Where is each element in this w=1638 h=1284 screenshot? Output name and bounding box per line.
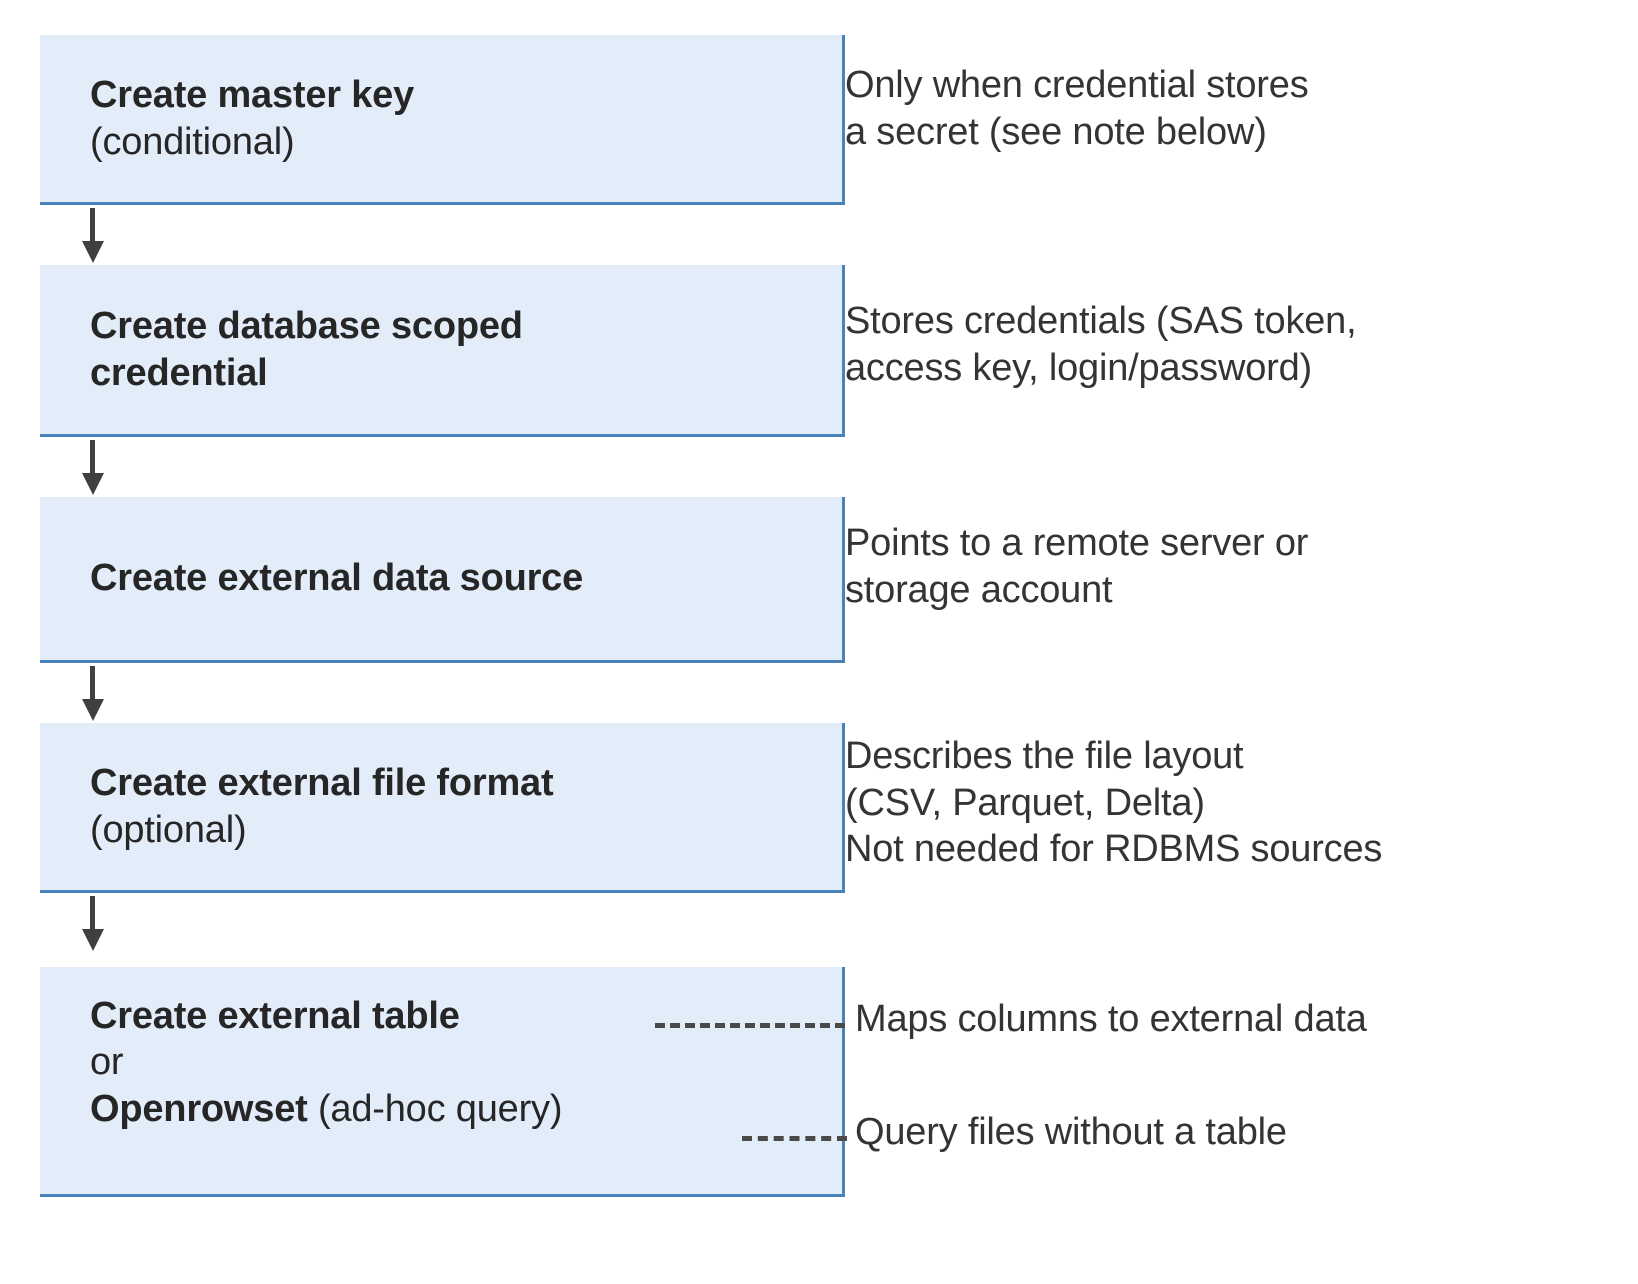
- final-step-line3-bold: Openrowset: [90, 1087, 308, 1130]
- final-step-line2: or: [90, 1041, 124, 1084]
- step-box-create-external-file-format: Create external file format (optional): [40, 723, 845, 893]
- step-box-create-external-data-source: Create external data source: [40, 497, 845, 663]
- step-title: Create master key: [90, 74, 415, 117]
- final-step-line1: Create external table: [90, 995, 460, 1037]
- step-title: Create external data source: [90, 557, 584, 600]
- arrow-down-icon: [82, 440, 104, 495]
- step-box-create-master-key: Create master key (conditional): [40, 35, 845, 205]
- note-openrowset: Query files without a table: [855, 1111, 1287, 1153]
- note-create-external-file-format: Describes the file layout (CSV, Parquet,…: [845, 735, 1383, 871]
- dashed-connector-external-table: [655, 1023, 845, 1028]
- note-create-database-scoped-credential: Stores credentials (SAS token, access ke…: [845, 300, 1357, 389]
- dashed-connector-openrowset: [742, 1136, 847, 1141]
- arrow-down-icon: [82, 208, 104, 263]
- arrow-down-icon: [82, 666, 104, 721]
- step-subtitle: (optional): [90, 808, 247, 851]
- arrow-down-icon: [82, 896, 104, 951]
- step-box-create-external-table-or-openrowset: Create external table or Openrowset (ad-…: [40, 967, 845, 1197]
- final-step-line3-rest: (ad-hoc query): [307, 1087, 563, 1130]
- step-title: Create external file format: [90, 762, 554, 805]
- note-create-external-data-source: Points to a remote server or storage acc…: [845, 522, 1309, 611]
- note-create-master-key: Only when credential stores a secret (se…: [845, 64, 1309, 153]
- note-create-external-table: Maps columns to external data: [855, 998, 1367, 1040]
- step-subtitle: (conditional): [90, 120, 295, 163]
- step-box-create-database-scoped-credential: Create database scoped credential: [40, 265, 845, 437]
- step-title: Create database scoped credential: [90, 305, 523, 394]
- final-step-line3: Openrowset (ad-hoc query): [90, 1086, 842, 1132]
